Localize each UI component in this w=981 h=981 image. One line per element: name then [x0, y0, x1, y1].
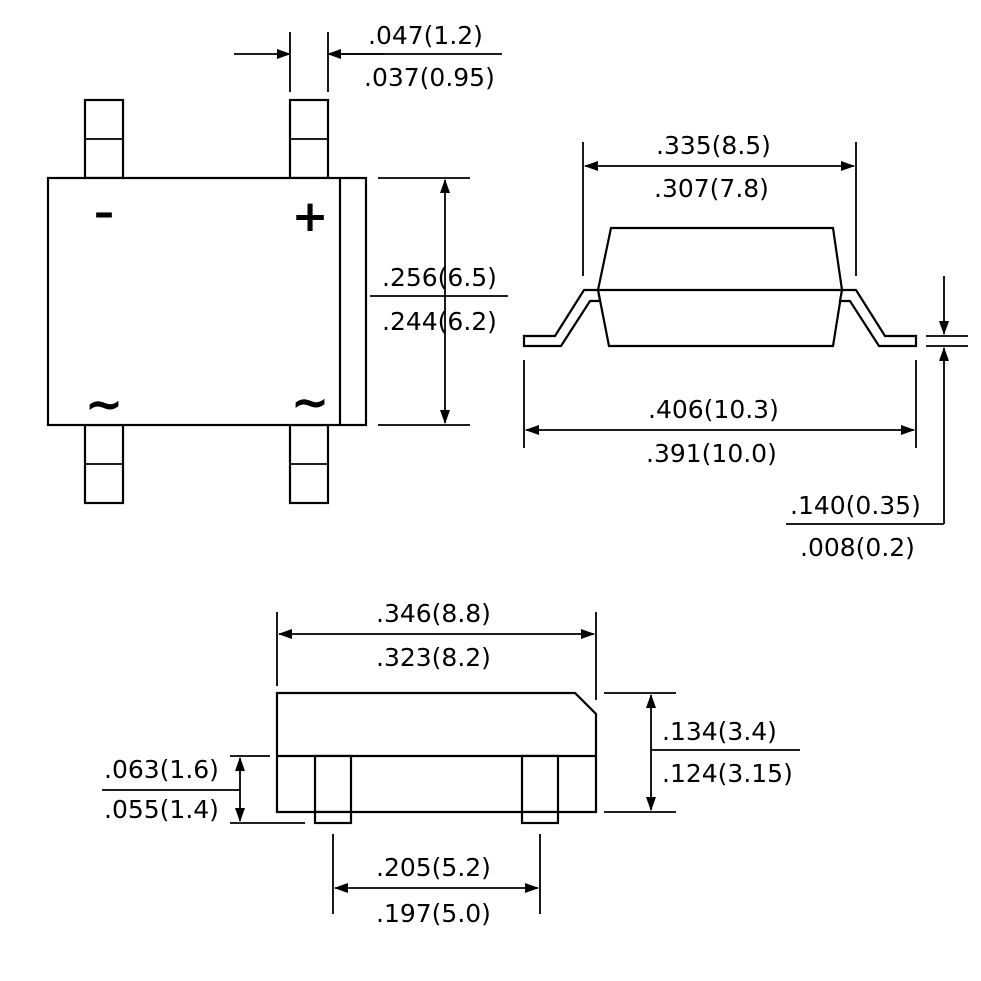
- ac-right-terminal-symbol: ~: [291, 375, 330, 429]
- body-height-max: .256(6.5): [382, 263, 497, 292]
- lead-thickness-min: .008(0.2): [800, 533, 915, 562]
- body-length-max: .346(8.8): [376, 599, 491, 628]
- side-view-left-lead: [522, 288, 602, 348]
- total-height-dimension: .134(3.4) .124(3.15): [604, 692, 800, 813]
- body-length-min: .323(8.2): [376, 643, 491, 672]
- total-height-max: .134(3.4): [662, 717, 777, 746]
- body-length-dimension: .346(8.8) .323(8.2): [276, 599, 597, 700]
- side-view: .335(8.5) .307(7.8) .406(10.3) .391(10.0…: [522, 131, 968, 562]
- lead-span-dimension: .406(10.3) .391(10.0): [523, 360, 917, 468]
- negative-terminal-symbol: –: [94, 190, 114, 236]
- lead-thickness-dimension: .140(0.35) .008(0.2): [786, 276, 968, 562]
- lead-pitch-min: .197(5.0): [376, 899, 491, 928]
- top-view: – + ~ ~ .047(1.2) .037(0.95) .256(6.5) .…: [46, 21, 508, 505]
- top-view-body: [46, 176, 368, 427]
- side-view-right-lead: [838, 288, 918, 348]
- lead-thickness-max: .140(0.35): [790, 491, 921, 520]
- lead-span-max: .406(10.3): [648, 395, 779, 424]
- pin-width-max: .047(1.2): [368, 21, 483, 50]
- end-view-leads: [313, 754, 560, 825]
- side-view-body: [596, 226, 844, 348]
- body-width-max: .335(8.5): [656, 131, 771, 160]
- standoff-max: .063(1.6): [104, 755, 219, 784]
- end-view-body: [275, 691, 598, 814]
- end-view: .346(8.8) .323(8.2) .134(3.4) .124(3.15)…: [102, 599, 800, 928]
- body-width-min: .307(7.8): [654, 174, 769, 203]
- positive-terminal-symbol: +: [292, 191, 329, 242]
- standoff-dimension: .063(1.6) .055(1.4): [102, 755, 305, 824]
- ac-left-terminal-symbol: ~: [85, 377, 124, 431]
- pin-width-dimension: .047(1.2) .037(0.95): [234, 21, 502, 92]
- body-width-dimension: .335(8.5) .307(7.8): [582, 131, 857, 276]
- lead-pitch-max: .205(5.2): [376, 853, 491, 882]
- body-height-dimension: .256(6.5) .244(6.2): [370, 177, 508, 426]
- body-height-min: .244(6.2): [382, 307, 497, 336]
- standoff-min: .055(1.4): [104, 795, 219, 824]
- pin-width-min: .037(0.95): [364, 63, 495, 92]
- lead-pitch-dimension: .205(5.2) .197(5.0): [332, 834, 541, 928]
- lead-span-min: .391(10.0): [646, 439, 777, 468]
- total-height-min: .124(3.15): [662, 759, 793, 788]
